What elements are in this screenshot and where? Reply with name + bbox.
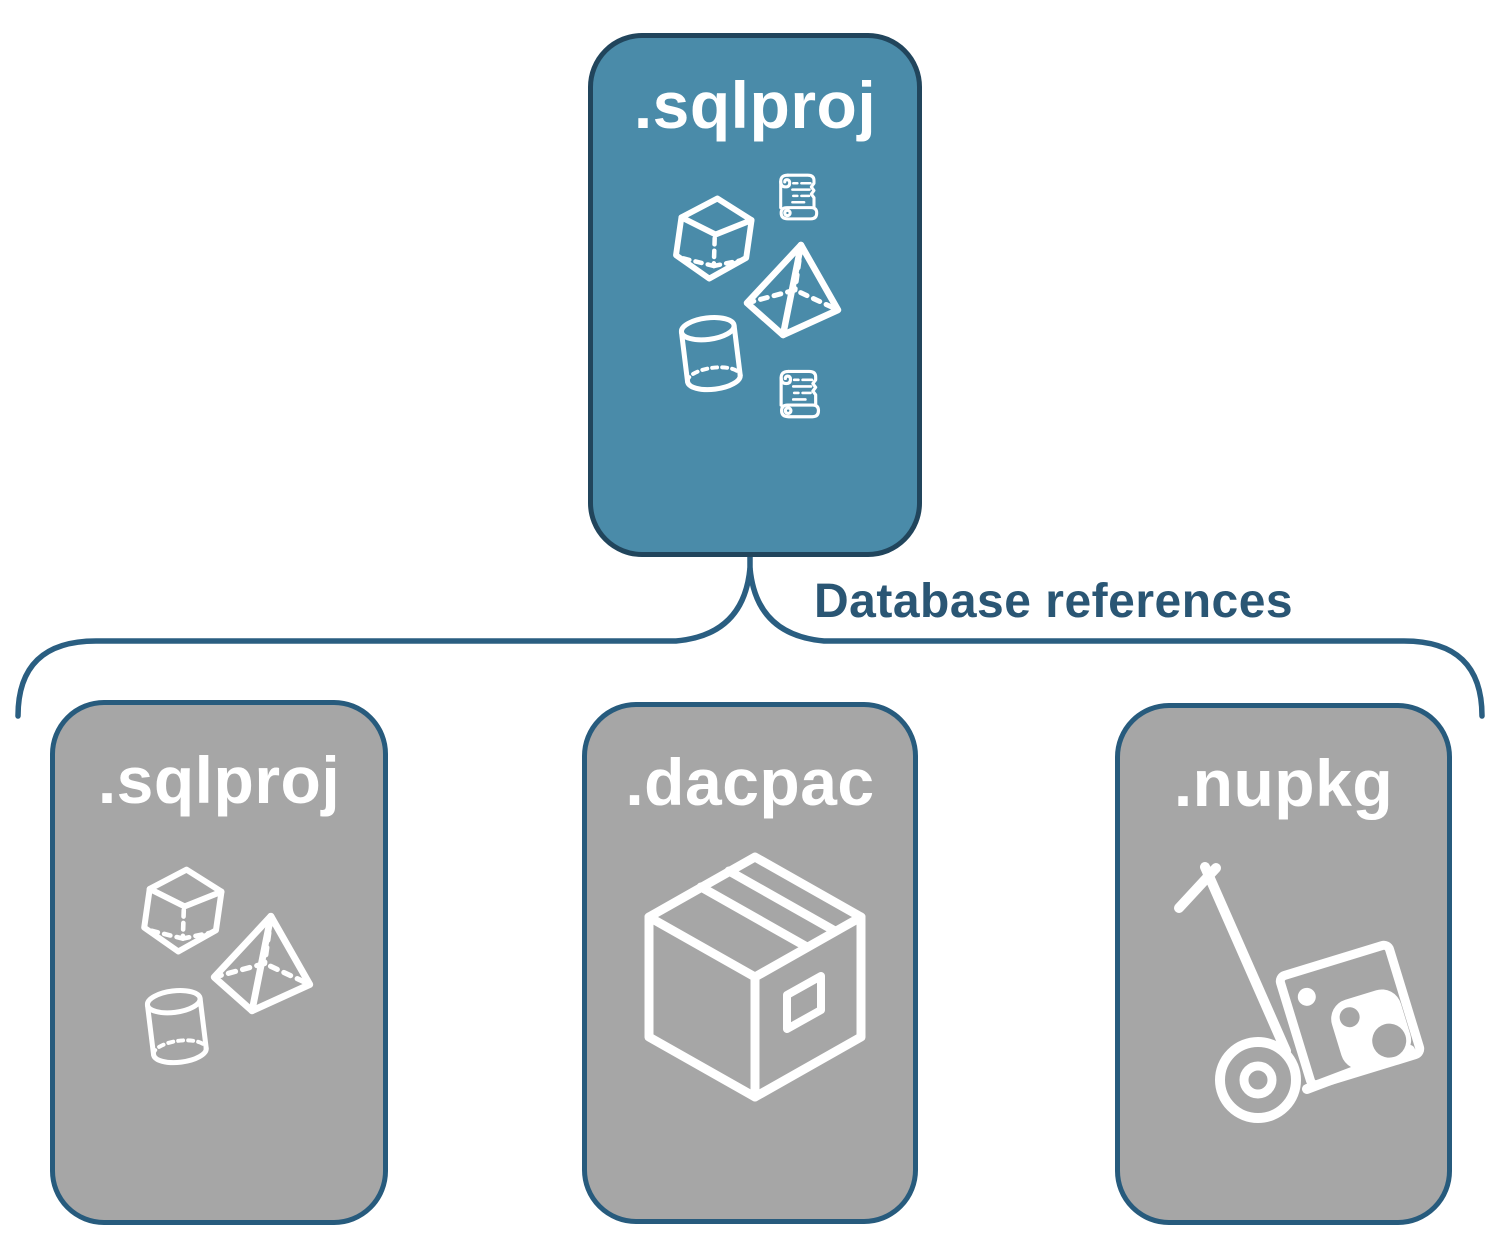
nuget-hand-truck-icon xyxy=(1165,855,1445,1135)
package-box-icon xyxy=(635,845,875,1125)
script-scroll-icon xyxy=(769,168,823,222)
node-nupkg-reference: .nupkg xyxy=(1115,703,1452,1225)
node-sqlproj-source: .sqlproj xyxy=(588,33,922,557)
cylinder-icon xyxy=(670,308,752,402)
pyramid-icon xyxy=(743,240,843,340)
node-nupkg-reference-label: .nupkg xyxy=(1173,746,1394,820)
node-dacpac-reference: .dacpac xyxy=(582,702,918,1224)
pyramid-icon xyxy=(210,911,315,1016)
node-dacpac-reference-label: .dacpac xyxy=(625,745,875,819)
script-scroll-icon xyxy=(769,364,825,420)
node-sqlproj-source-label: .sqlproj xyxy=(633,68,877,142)
cylinder-icon xyxy=(136,981,218,1075)
node-sqlproj-reference: .sqlproj xyxy=(50,700,388,1225)
node-sqlproj-reference-label: .sqlproj xyxy=(97,743,341,817)
connector-label: Database references xyxy=(814,575,1294,628)
